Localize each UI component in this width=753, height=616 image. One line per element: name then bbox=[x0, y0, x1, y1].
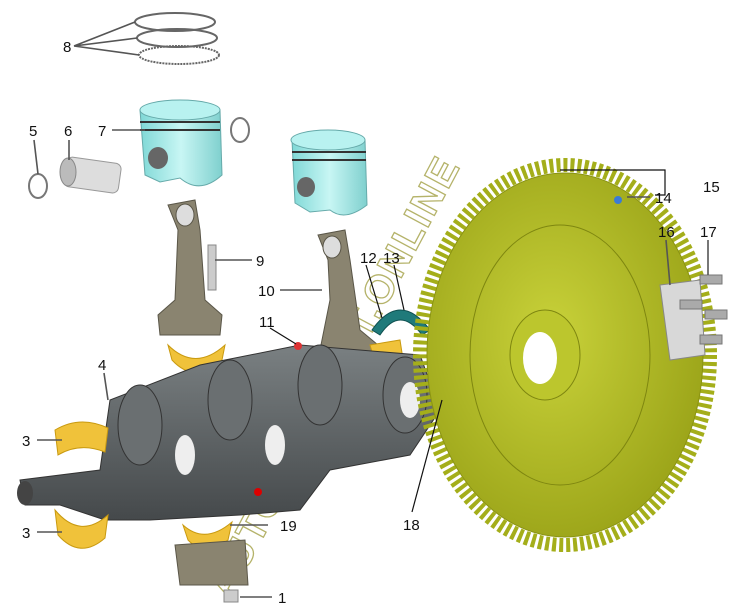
callout-10: 10 bbox=[258, 283, 275, 300]
flywheel-bolts bbox=[679, 274, 728, 345]
callout-11: 11 bbox=[259, 314, 275, 331]
callout-4: 4 bbox=[98, 357, 106, 374]
crankshaft bbox=[17, 344, 441, 521]
piston-rings bbox=[134, 12, 220, 65]
callout-17: 17 bbox=[700, 224, 717, 241]
callout-1: 1 bbox=[278, 590, 286, 607]
flywheel bbox=[413, 158, 717, 552]
callout-7: 7 bbox=[98, 123, 106, 140]
main-bearing-cap bbox=[174, 539, 249, 586]
callout-3-lower: 3 bbox=[22, 525, 30, 542]
piston bbox=[139, 99, 223, 187]
leader-lines bbox=[33, 21, 709, 598]
callout-14: 14 bbox=[655, 190, 672, 207]
circlip bbox=[28, 173, 48, 199]
callout-15: 15 bbox=[703, 179, 720, 196]
nut bbox=[223, 589, 239, 603]
callout-3-upper: 3 bbox=[22, 433, 30, 450]
callout-6: 6 bbox=[64, 123, 72, 140]
main-bearing bbox=[54, 508, 109, 549]
piston bbox=[290, 129, 368, 216]
callout-9: 9 bbox=[256, 253, 264, 270]
main-bearing bbox=[54, 421, 109, 456]
callout-13: 13 bbox=[383, 250, 400, 267]
piston-pin bbox=[59, 156, 122, 194]
callout-19: 19 bbox=[280, 518, 297, 535]
connecting-rod bbox=[157, 199, 223, 336]
callout-5: 5 bbox=[29, 123, 37, 140]
callout-8: 8 bbox=[63, 39, 71, 56]
callout-16: 16 bbox=[658, 224, 675, 241]
callout-18: 18 bbox=[403, 517, 420, 534]
rod-bolt bbox=[207, 244, 217, 291]
callout-12: 12 bbox=[360, 250, 377, 267]
circlip bbox=[230, 117, 250, 143]
